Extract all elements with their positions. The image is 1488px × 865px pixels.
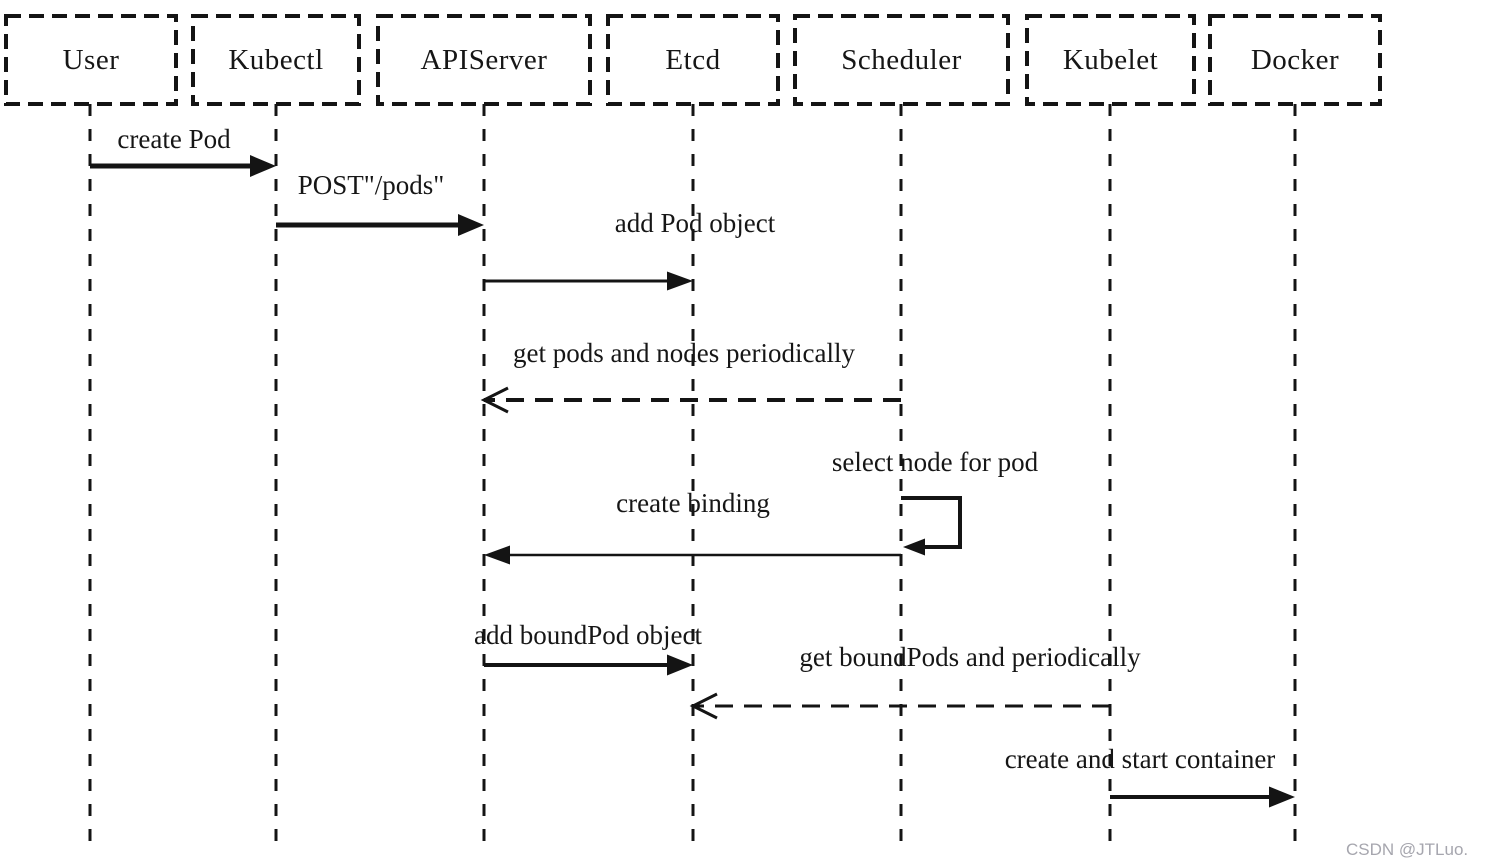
participant-box-kubectl — [191, 14, 361, 106]
message-add-pod-object-arrowhead — [667, 271, 693, 291]
participant-box-etcd — [606, 14, 780, 106]
message-add-pod-object-label: add Pod object — [614, 208, 776, 238]
message-add-boundpod-object-label: add boundPod object — [474, 620, 702, 650]
message-create-binding-arrowhead — [484, 545, 510, 565]
participant-box-apiserver — [376, 14, 592, 106]
message-get-boundpods-and-periodically-label: get boundPods and periodically — [799, 642, 1141, 672]
watermark: CSDN @JTLuo. — [1346, 840, 1469, 859]
message-create-binding-label: create binding — [616, 488, 770, 518]
message-post-pods-arrowhead — [458, 214, 484, 236]
participant-label-scheduler: Scheduler — [841, 43, 962, 76]
participant-box-scheduler — [793, 14, 1010, 106]
message-get-pods-and-nodes-periodically-label: get pods and nodes periodically — [513, 338, 855, 368]
message-create-and-start-container-label: create and start container — [1004, 744, 1276, 774]
participant-label-apiserver: APIServer — [420, 43, 548, 76]
participant-label-docker: Docker — [1250, 43, 1340, 76]
message-select-node-for-pod-self-arrow — [901, 496, 962, 549]
message-create-pod-label: create Pod — [117, 124, 231, 154]
message-create-pod-arrowhead — [250, 155, 276, 177]
message-create-and-start-container-arrowhead — [1269, 786, 1295, 808]
participant-label-kubelet: Kubelet — [1062, 43, 1159, 76]
message-select-node-for-pod-arrowhead — [903, 538, 925, 556]
participant-box-user — [4, 14, 178, 106]
participant-box-docker — [1208, 14, 1382, 106]
message-select-node-for-pod-label: select node for pod — [831, 447, 1039, 477]
message-add-boundpod-object-arrowhead — [667, 654, 693, 676]
message-post-pods-label: POST"/pods" — [297, 170, 445, 200]
participant-label-etcd: Etcd — [665, 43, 721, 76]
participant-label-kubectl: Kubectl — [228, 43, 324, 76]
participant-label-user: User — [62, 43, 120, 76]
message-get-pods-and-nodes-periodically-arrowhead — [480, 386, 509, 414]
participant-box-kubelet — [1025, 14, 1196, 106]
message-get-boundpods-and-periodically-arrowhead — [689, 692, 718, 720]
